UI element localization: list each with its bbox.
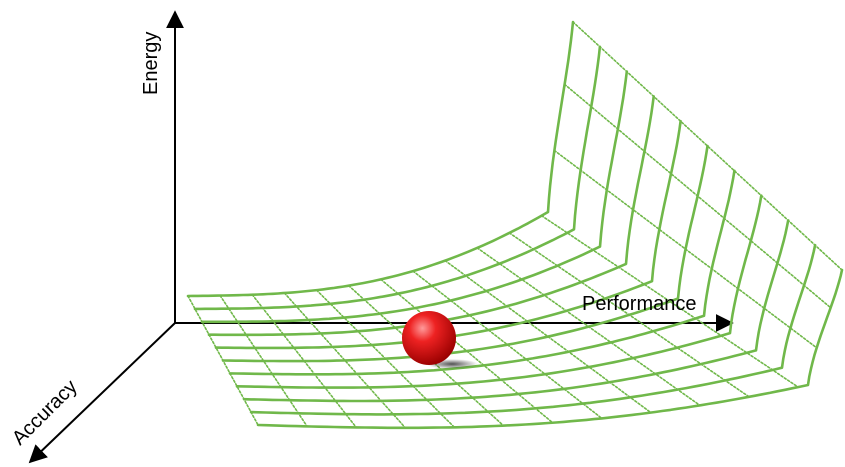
surface-solid-line: [193, 45, 602, 311]
surface-dotted-line: [563, 83, 832, 309]
surface-solid-line: [235, 194, 763, 389]
energy-axis-label: Energy: [140, 32, 162, 95]
surface-dotted-line: [315, 289, 456, 429]
surface-solid-line: [200, 70, 629, 324]
surface-solid-line: [228, 169, 736, 376]
surface-dotted-line: [476, 247, 701, 407]
surface-dotted-line: [380, 278, 554, 424]
surface-dotted-line: [508, 232, 750, 398]
surface-dotted-line: [251, 293, 357, 429]
performance-axis-label: Performance: [582, 293, 697, 315]
surface-solid-line: [256, 268, 844, 430]
surface-dotted-line: [553, 149, 818, 349]
red-ball-icon: [402, 311, 456, 365]
energy-surface-mesh: [186, 20, 844, 430]
surface-dotted-line: [187, 295, 259, 426]
accuracy-axis-label: Accuracy: [8, 376, 82, 450]
surface-dotted-line: [540, 214, 799, 388]
surface-solid-line: [186, 20, 575, 298]
surface-dotted-line: [572, 21, 843, 271]
accuracy-axis-line: [28, 322, 176, 464]
surface-dotted-line: [412, 270, 603, 420]
surface-dotted-line: [444, 259, 652, 414]
surface-dotted-line: [219, 294, 308, 428]
surface-dotted-line: [283, 292, 407, 429]
